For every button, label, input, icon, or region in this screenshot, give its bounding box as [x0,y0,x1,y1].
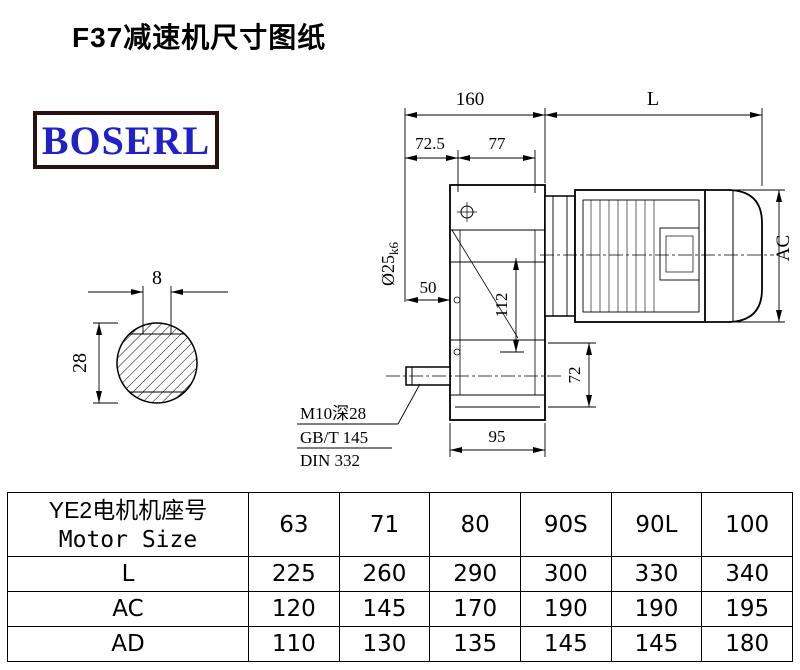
table-cell: 170 [429,591,521,627]
dim-keyway-width [88,286,228,334]
dim-160-label: 160 [456,89,485,110]
table-header-row: YE2电机机座号 Motor Size 63 71 80 90S 90L 100 [7,492,793,557]
dim-72-5-label: 72.5 [415,134,445,153]
motor-size-label-cn: YE2电机机座号 [48,496,208,523]
table-cell: 145 [519,626,612,662]
dim-112 [500,258,524,353]
dim-shaft-diameter [93,322,118,404]
row-label: AC [7,591,249,627]
table-row-AC: AC 120 145 170 190 190 195 [7,591,793,627]
dim-50-label: 50 [420,278,437,297]
size-column-header: 80 [429,492,521,557]
table-cell: 110 [248,626,340,662]
table-cell: 190 [519,591,612,627]
table-cell: 195 [701,591,793,627]
table-cell: 340 [701,556,793,592]
shaft-callout-tolerance: k6 [386,242,401,256]
size-column-header: 90L [610,492,703,557]
size-column-header: 63 [248,492,340,557]
table-cell: 180 [701,626,793,662]
boserl-logo: BOSERL [33,111,219,169]
shaft-callout-value: Ø25 [378,255,398,286]
dim-95 [449,423,546,457]
dim-72-label: 72 [565,367,584,384]
dim-shaft-diameter-label: 28 [69,353,91,373]
size-column-header: 90S [519,492,612,557]
table-cell: 300 [519,556,612,592]
logo-text: BOSERL [41,117,211,163]
dim-lines-top [404,108,763,303]
table-cell: 290 [429,556,521,592]
table-cell: 135 [429,626,521,662]
dim-L-label: L [647,88,659,110]
table-cell: 260 [338,556,431,592]
size-column-header: 100 [701,492,793,557]
table-row-L: L 225 260 290 300 330 340 [7,556,793,592]
thread-note-leader [297,383,421,449]
dimension-table: YE2电机机座号 Motor Size 63 71 80 90S 90L 100… [7,492,793,662]
shaft-cross-section [116,322,198,404]
table-cell: 190 [610,591,703,627]
table-cell: 130 [338,626,431,662]
table-cell: 145 [610,626,703,662]
dim-AC [710,189,785,323]
table-cell: 120 [248,591,340,627]
table-row-AD: AD 110 130 135 145 145 180 [7,626,793,662]
dim-keyway-width-label: 8 [152,267,162,289]
table-cell: 225 [248,556,340,592]
standard-gbt-label: GB/T 145 [300,428,368,447]
page-title: F37减速机尺寸图纸 [72,22,327,53]
motor [544,189,763,323]
dim-AC-label: AC [773,235,794,261]
technical-drawing: 8 28 160 L 72.5 77 50 Ø25k6 [69,88,794,470]
table-cell: 145 [338,591,431,627]
dim-112-label: 112 [492,293,511,318]
dim-95-label: 95 [489,427,506,446]
standard-din-label: DIN 332 [300,451,360,470]
row-label: AD [7,626,249,662]
size-column-header: 71 [338,492,431,557]
motor-size-label-en: Motor Size [58,526,198,553]
dim-72 [548,342,596,408]
row-label: L [7,556,249,592]
thread-spec-label: M10深28 [300,404,366,423]
motor-size-header-cell: YE2电机机座号 Motor Size [7,492,249,557]
table-cell: 330 [610,556,703,592]
shaft-callout-label: Ø25k6 [378,242,401,287]
motor-fins [590,200,655,312]
dim-77-label: 77 [489,134,507,153]
